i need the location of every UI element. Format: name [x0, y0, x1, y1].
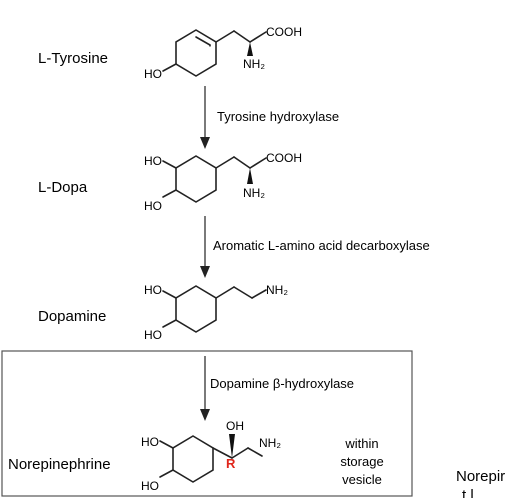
norepinephrine-ring-to-ho-bottom-bond [159, 469, 174, 478]
tyrosine-side-chain-bond-1 [215, 30, 235, 43]
reaction-arrow-3: Dopamine β-hydroxylase [200, 356, 354, 421]
dopamine-ho-top-label: HO [144, 283, 162, 297]
tyrosine-nh2-label: NH₂ [243, 57, 265, 71]
norepinephrine-stereo-label: R [226, 456, 236, 471]
dopa-side-chain-bond-1 [215, 156, 235, 169]
norepinephrine-oh-wedge-bond [229, 434, 235, 458]
dopa-cooh-bond [249, 157, 267, 169]
norepinephrine-nh2-label: NH₂ [259, 436, 281, 450]
tyrosine-name-label: L-Tyrosine [38, 50, 108, 67]
norepinephrine-side-chain-bond-1 [212, 447, 233, 459]
tyrosine-ho-label: HO [144, 67, 162, 81]
tyrosine-ring-to-ho-bond [162, 63, 177, 72]
norepinephrine-side-chain-bond-2 [231, 447, 249, 459]
dopamine-structure: Dopamine HO HO NH₂ [38, 283, 288, 342]
tyrosine-ring-inner-bonds [181, 36, 211, 70]
storage-vesicle-frame [1, 350, 413, 497]
norepinephrine-ring-to-ho-top-bond [159, 440, 174, 449]
norepinephrine-ho-bottom-label: HO [141, 479, 159, 493]
dopamine-side-chain-bond-1 [215, 286, 235, 299]
enzyme-dopamine-beta-hydroxylase: Dopamine β-hydroxylase [210, 376, 354, 391]
tyrosine-side-chain-bond-2 [233, 30, 251, 43]
dopa-structure: L-Dopa HO HO COOH NH₂ [38, 151, 302, 213]
cropped-side-text-line-2: t l [462, 487, 474, 498]
dopamine-side-chain-bond-3 [251, 289, 267, 299]
norepinephrine-name-label: Norepinephrine [8, 456, 111, 473]
enzyme-aromatic-decarboxylase: Aromatic L-amino acid decarboxylase [213, 238, 430, 253]
cropped-side-text-line-1: Norepir [456, 468, 505, 485]
dopa-name-label: L-Dopa [38, 179, 88, 196]
norepinephrine-side-chain-bond-3 [247, 447, 263, 457]
dopamine-ring-to-ho-bottom-bond [162, 319, 177, 328]
vesicle-location-line-1: within [344, 436, 378, 451]
dopa-nh2-wedge-bond [247, 168, 253, 184]
vesicle-location-line-2: storage [340, 454, 383, 469]
dopa-cooh-label: COOH [266, 151, 302, 165]
dopa-ring-to-ho-bottom-bond [162, 189, 177, 198]
dopamine-name-label: Dopamine [38, 308, 106, 325]
dopamine-ring-to-ho-top-bond [162, 290, 177, 299]
tyrosine-nh2-wedge-bond [247, 42, 253, 56]
dopa-ring-to-ho-top-bond [162, 160, 177, 169]
dopa-side-chain-bond-2 [233, 156, 251, 169]
dopa-nh2-label: NH₂ [243, 186, 265, 200]
dopamine-benzene-ring [175, 285, 217, 333]
dopamine-ho-bottom-label: HO [144, 328, 162, 342]
tyrosine-cooh-bond [249, 31, 267, 43]
norepinephrine-benzene-ring [172, 435, 214, 483]
dopa-ho-bottom-label: HO [144, 199, 162, 213]
reaction-arrow-1: Tyrosine hydroxylase [200, 86, 339, 149]
dopa-ho-top-label: HO [144, 154, 162, 168]
tyrosine-structure: L-Tyrosine HO COOH NH₂ [38, 25, 302, 81]
dopa-benzene-ring [175, 155, 217, 203]
tyrosine-cooh-label: COOH [266, 25, 302, 39]
dopamine-side-chain-bond-2 [233, 286, 253, 299]
enzyme-tyrosine-hydroxylase: Tyrosine hydroxylase [217, 109, 339, 124]
reaction-arrow-2: Aromatic L-amino acid decarboxylase [200, 216, 430, 278]
dopamine-nh2-label: NH₂ [266, 283, 288, 297]
norepinephrine-ho-top-label: HO [141, 435, 159, 449]
norepinephrine-structure: Norepinephrine HO HO OH R NH₂ within sto… [8, 419, 384, 493]
norepinephrine-oh-label: OH [226, 419, 244, 433]
vesicle-location-line-3: vesicle [342, 472, 382, 487]
